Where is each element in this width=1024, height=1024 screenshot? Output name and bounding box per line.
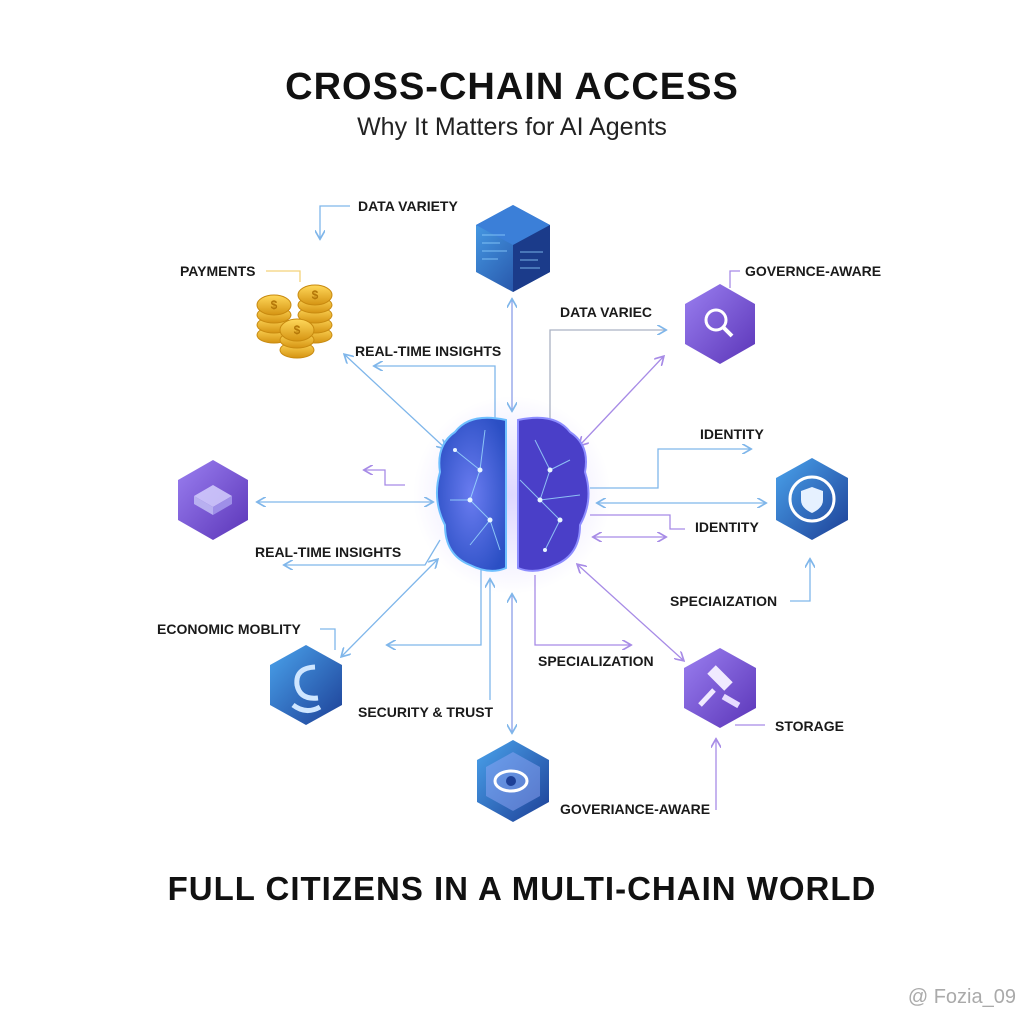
label-real-time-insights-top: REAL-TIME INSIGHTS <box>355 343 502 359</box>
label-goveriance-aware: GOVERIANCE-AWARE <box>560 801 711 817</box>
page-subtitle: Why It Matters for AI Agents <box>357 113 667 141</box>
footer-tagline: FULL CITIZENS IN A MULTI-CHAIN WORLD <box>167 870 877 907</box>
label-governce-aware: GOVERNCE-AWARE <box>745 263 882 279</box>
data-cube-icon <box>476 205 550 292</box>
watermark: @ Fozia_09 <box>907 986 1016 1008</box>
svg-text:$: $ <box>271 298 278 312</box>
eye-hexagon-icon <box>477 740 549 822</box>
svg-text:$: $ <box>312 288 319 302</box>
label-security-trust: SECURITY & TRUST <box>358 704 494 720</box>
page-title: CROSS-CHAIN ACCESS <box>285 66 739 108</box>
shield-hexagon-icon <box>776 458 848 540</box>
chip-hexagon-icon <box>178 460 248 540</box>
gavel-hexagon-icon <box>684 648 756 728</box>
label-real-time-insights-left: REAL-TIME INSIGHTS <box>255 544 402 560</box>
label-payments: PAYMENTS <box>180 263 256 279</box>
connector-lines <box>258 205 810 810</box>
label-economic-moblity: ECONOMIC MOBLITY <box>157 621 301 637</box>
label-data-variec: DATA VARIEC <box>560 304 653 320</box>
ai-brain-icon <box>435 416 590 572</box>
label-identity-top: IDENTITY <box>700 426 764 442</box>
label-storage: STORAGE <box>775 718 844 734</box>
label-specialization: SPECIALIZATION <box>538 653 654 669</box>
gold-coins-icon: $ $ $ <box>256 284 333 359</box>
label-identity-bottom: IDENTITY <box>695 519 759 535</box>
magnifier-hexagon-icon <box>685 284 755 364</box>
label-data-variety: DATA VARIETY <box>358 198 458 214</box>
svg-text:$: $ <box>294 323 301 337</box>
label-speciaization: SPECIAIZATION <box>670 593 778 609</box>
spiral-hexagon-icon <box>270 645 342 725</box>
